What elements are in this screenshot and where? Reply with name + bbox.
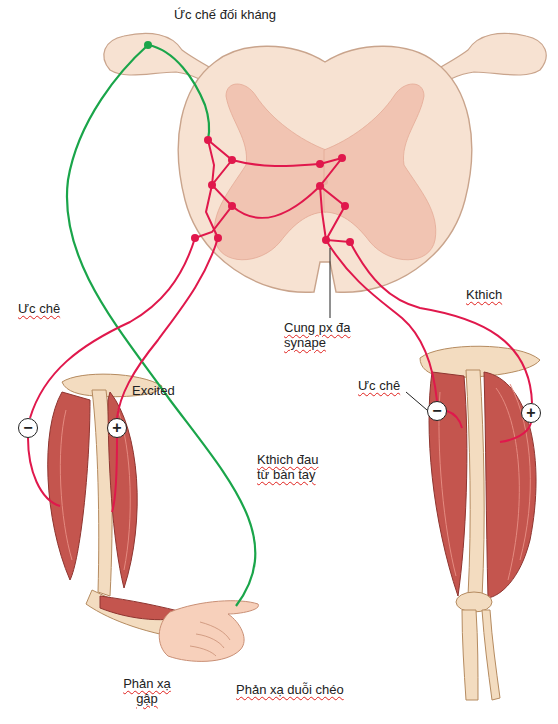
leader-line xyxy=(330,248,331,318)
sign-circle: − xyxy=(427,401,447,421)
sign-symbol: − xyxy=(23,420,32,436)
motor-pathway xyxy=(28,140,532,512)
right-leg xyxy=(420,346,540,700)
label-box: Phản xạ gập xyxy=(118,676,176,706)
annotation-label: Ức chế đối kháng xyxy=(174,7,276,22)
label-box: Ức chế đối kháng xyxy=(150,7,300,22)
left-arm xyxy=(48,374,259,661)
sensory-neuron xyxy=(67,45,255,606)
annotation-label: Phản xạ duỗi chéo xyxy=(236,682,344,697)
label-box: Kthich xyxy=(466,287,526,302)
sign-circle: + xyxy=(521,403,541,423)
annotation-label: Cung px đa synape xyxy=(284,320,351,350)
sign-circle: + xyxy=(107,418,127,438)
label-box: Ưc chê xyxy=(18,301,78,316)
label-box: Cung px đa synape xyxy=(284,320,364,350)
label-box: Ưc chê xyxy=(358,378,418,393)
sign-symbol: + xyxy=(526,405,535,421)
label-box: Phản xạ duỗi chéo xyxy=(236,682,386,697)
sign-circle: − xyxy=(18,418,38,438)
ganglion-cell xyxy=(144,41,152,49)
gray-matter xyxy=(214,84,436,260)
annotation-label: Kthich xyxy=(466,287,502,302)
annotation-label: Ưc chê xyxy=(18,301,60,316)
label-box: Kthich đau từ bàn tay xyxy=(257,452,319,482)
annotation-label: Ưc chê xyxy=(358,378,400,393)
sign-symbol: − xyxy=(432,403,441,419)
label-box: Excited xyxy=(132,383,192,398)
spinal-cord xyxy=(178,46,472,292)
annotation-label: Excited xyxy=(132,383,175,398)
annotation-label: Kthich đau từ bàn tay xyxy=(257,452,318,482)
leader-line xyxy=(406,392,427,410)
sign-symbol: + xyxy=(112,420,121,436)
neuron-dot xyxy=(191,136,354,246)
annotation-label: Phản xạ gập xyxy=(123,676,171,706)
